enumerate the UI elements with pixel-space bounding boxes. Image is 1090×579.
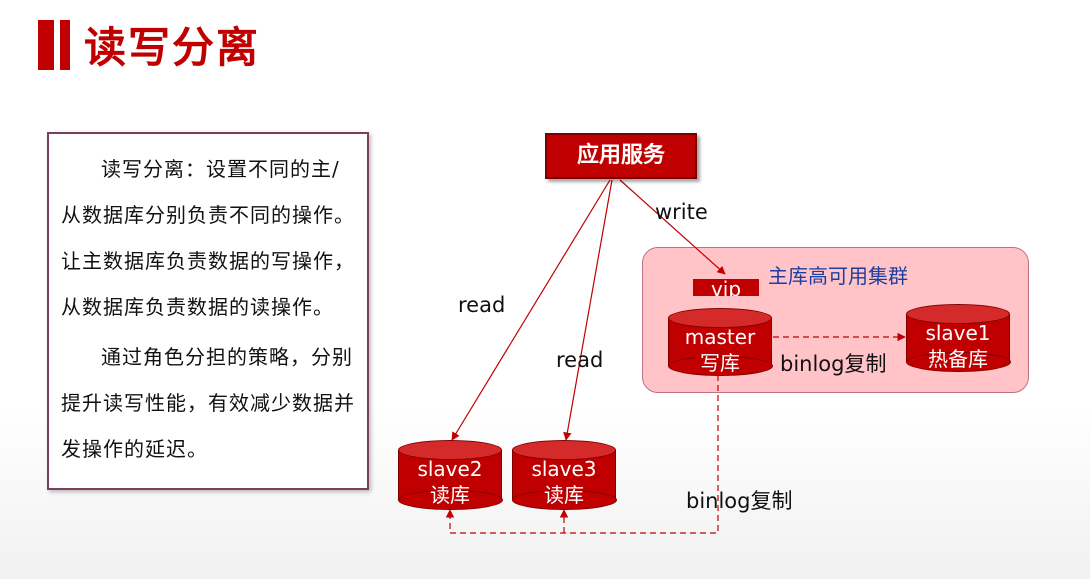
edge-binlog-label-2: binlog复制 [686,489,793,513]
master-db-role: 写库 [700,351,740,375]
app-service-node: 应用服务 [545,133,697,179]
slave3-db-name: slave3 [531,457,597,481]
slave2-db-role: 读库 [430,483,470,507]
edge-read-label-2: read [556,348,604,372]
page-title: 读写分离 [84,23,261,72]
slave1-db-name: slave1 [925,321,991,345]
slave1-db-role: 热备库 [928,347,988,371]
master-db-name: master [684,325,756,349]
slave3-db-role: 读库 [544,483,584,507]
edge-write-label: write [655,200,708,224]
description-box: 读写分离：设置不同的主/从数据库分别负责不同的操作。让主数据库负责数据的写操作，… [47,132,369,490]
slave2-db-name: slave2 [417,457,483,481]
edge-binlog-label-1: binlog复制 [780,352,887,376]
description-paragraph-2: 通过角色分担的策略，分别提升读写性能，有效减少数据并发操作的延迟。 [61,345,355,461]
edge-write-line [619,179,726,275]
edge-binlog-master-slaves [445,375,719,534]
description-paragraph-1: 读写分离：设置不同的主/从数据库分别负责不同的操作。让主数据库负责数据的写操作，… [61,157,355,319]
vip-node: vip [693,279,759,296]
edge-read-label-1: read [458,293,506,317]
edge-read-line-2 [563,179,613,441]
edge-read-line-1 [451,179,611,441]
title-accent-bar [38,20,54,70]
title-accent-bar-thin [60,20,70,70]
cluster-label: 主库高可用集群 [768,264,908,288]
